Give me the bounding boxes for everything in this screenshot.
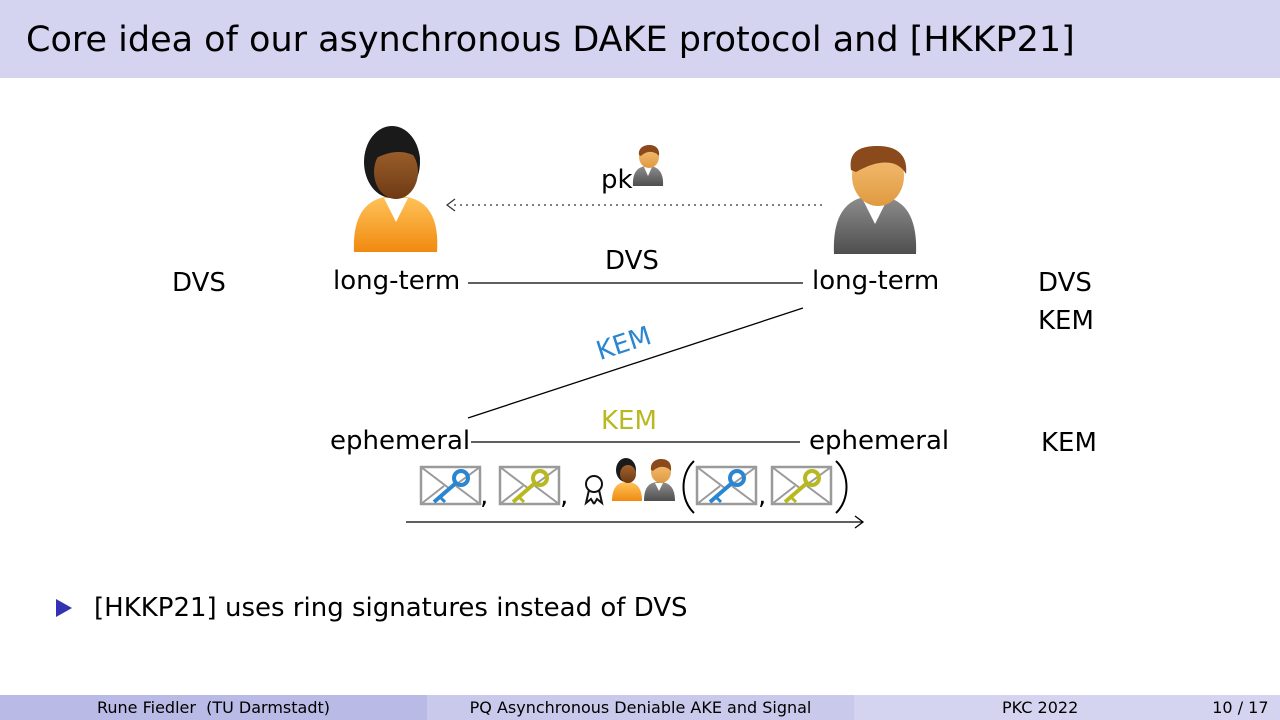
footer-author-text: Rune Fiedler (TU Darmstadt) — [96, 698, 331, 717]
left-long-term-label: long-term — [333, 266, 461, 296]
dvs-edge-label: DVS — [605, 246, 659, 276]
kem-ephemeral-label: KEM — [601, 406, 657, 436]
right-ephemeral-kem-annotation: KEM — [1041, 428, 1097, 458]
alice-person-icon — [353, 126, 438, 252]
envelope-blue-key-icon — [419, 465, 482, 506]
right-dvs-annotation: DVS — [1038, 268, 1092, 298]
envelope-blue-key-icon-2 — [695, 465, 758, 506]
message-arrow-head — [854, 515, 865, 529]
footer-page-number: 10 / 17 — [1212, 698, 1269, 717]
small-bob-icon — [644, 459, 675, 501]
comma-2: , — [560, 481, 569, 511]
comma-3: , — [758, 481, 767, 511]
left-ephemeral-label: ephemeral — [330, 426, 471, 456]
envelope-yellow-key-icon — [498, 465, 561, 506]
footer-author: Rune Fiedler (TU Darmstadt) — [0, 695, 427, 720]
right-ephemeral-label: ephemeral — [809, 426, 950, 456]
footer-conference: PKC 2022 — [1002, 698, 1079, 717]
pk-bob-small-icon — [632, 145, 664, 186]
left-dvs-annotation: DVS — [172, 268, 226, 298]
bullet-triangle-icon — [56, 599, 72, 617]
bullet-item: [HKKP21] uses ring signatures instead of… — [56, 593, 688, 623]
ribbon-signature-icon — [584, 475, 604, 506]
small-alice-icon — [612, 458, 642, 501]
open-paren — [682, 460, 695, 514]
title-bar: Core idea of our asynchronous DAKE proto… — [0, 0, 1280, 78]
footer: Rune Fiedler (TU Darmstadt) PQ Asynchron… — [0, 695, 1280, 720]
footer-talk-title-text: PQ Asynchronous Deniable AKE and Signal — [469, 698, 812, 717]
footer-talk-title: PQ Asynchronous Deniable AKE and Signal — [427, 695, 854, 720]
comma-1: , — [480, 481, 489, 511]
kem-diagonal-line — [467, 307, 804, 419]
right-kem-annotation: KEM — [1038, 306, 1094, 336]
right-long-term-label: long-term — [812, 266, 940, 296]
slide-title: Core idea of our asynchronous DAKE proto… — [26, 20, 1075, 60]
footer-right: PKC 2022 10 / 17 — [854, 695, 1280, 720]
bob-person-icon — [833, 146, 917, 254]
close-paren — [835, 460, 848, 514]
pk-arrow-head — [446, 198, 456, 212]
envelope-yellow-key-icon-2 — [770, 465, 833, 506]
bullet-text: [HKKP21] uses ring signatures instead of… — [94, 593, 688, 623]
pk-label: pk — [601, 165, 633, 195]
